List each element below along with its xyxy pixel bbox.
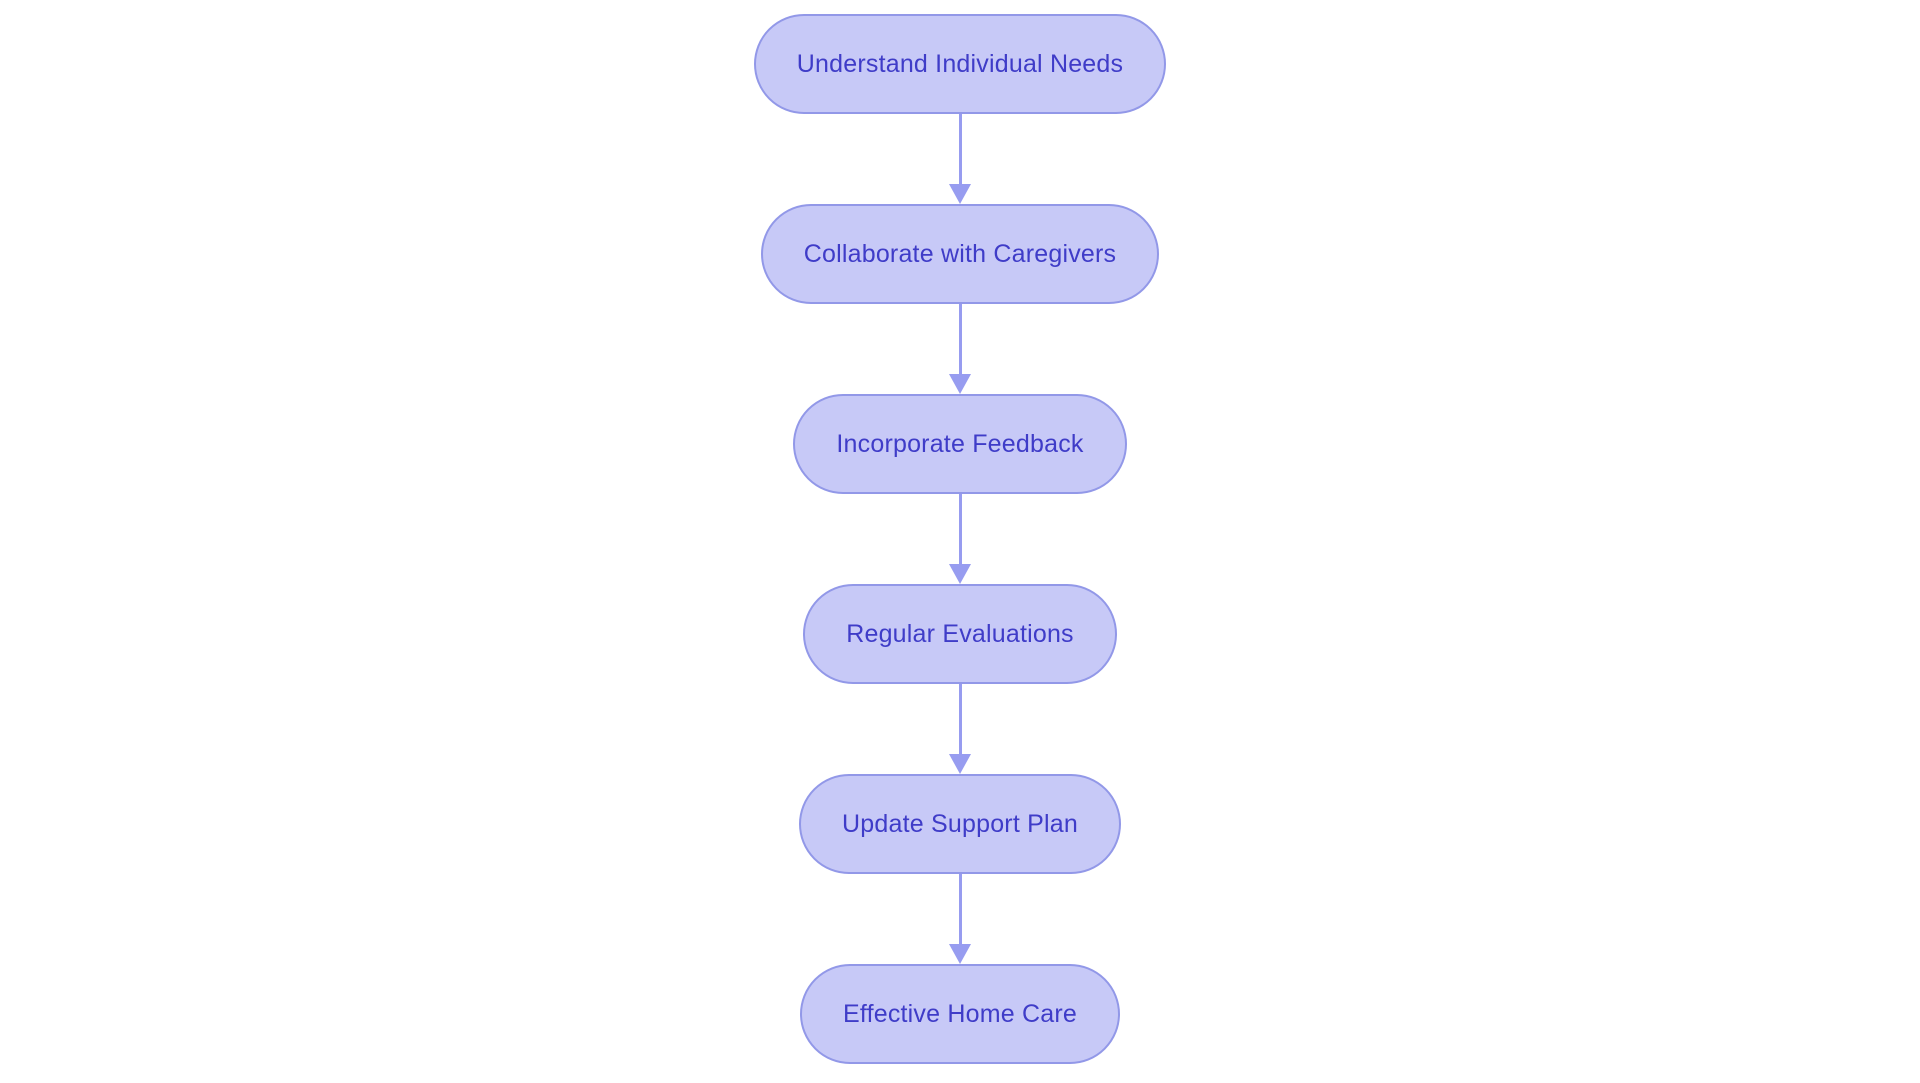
arrow-down-icon [949,564,971,584]
flow-arrow-3 [948,494,972,584]
flow-arrow-5 [948,874,972,964]
arrow-down-icon [949,184,971,204]
arrow-shaft [958,874,962,944]
flow-node-label: Incorporate Feedback [836,429,1084,458]
flow-node-collaborate-with-caregivers: Collaborate with Caregivers [760,204,1160,304]
arrow-shaft [958,304,962,374]
arrow-down-icon [949,754,971,774]
flow-arrow-2 [948,304,972,394]
arrow-shaft [958,114,962,184]
flow-node-incorporate-feedback: Incorporate Feedback [793,394,1127,494]
flow-node-label: Collaborate with Caregivers [803,239,1117,268]
flow-arrow-4 [948,684,972,774]
flow-node-effective-home-care: Effective Home Care [800,964,1120,1064]
arrow-down-icon [949,944,971,964]
flow-node-understand-individual-needs: Understand Individual Needs [753,14,1167,114]
arrow-down-icon [949,374,971,394]
arrow-shaft [958,494,962,564]
flow-node-update-support-plan: Update Support Plan [799,774,1121,874]
flow-arrow-1 [948,114,972,204]
flow-node-label: Effective Home Care [843,999,1077,1028]
arrow-shaft [958,684,962,754]
flow-node-regular-evaluations: Regular Evaluations [803,584,1117,684]
flow-node-label: Understand Individual Needs [796,49,1124,78]
flow-node-label: Regular Evaluations [846,619,1074,648]
flow-node-label: Update Support Plan [842,809,1078,838]
